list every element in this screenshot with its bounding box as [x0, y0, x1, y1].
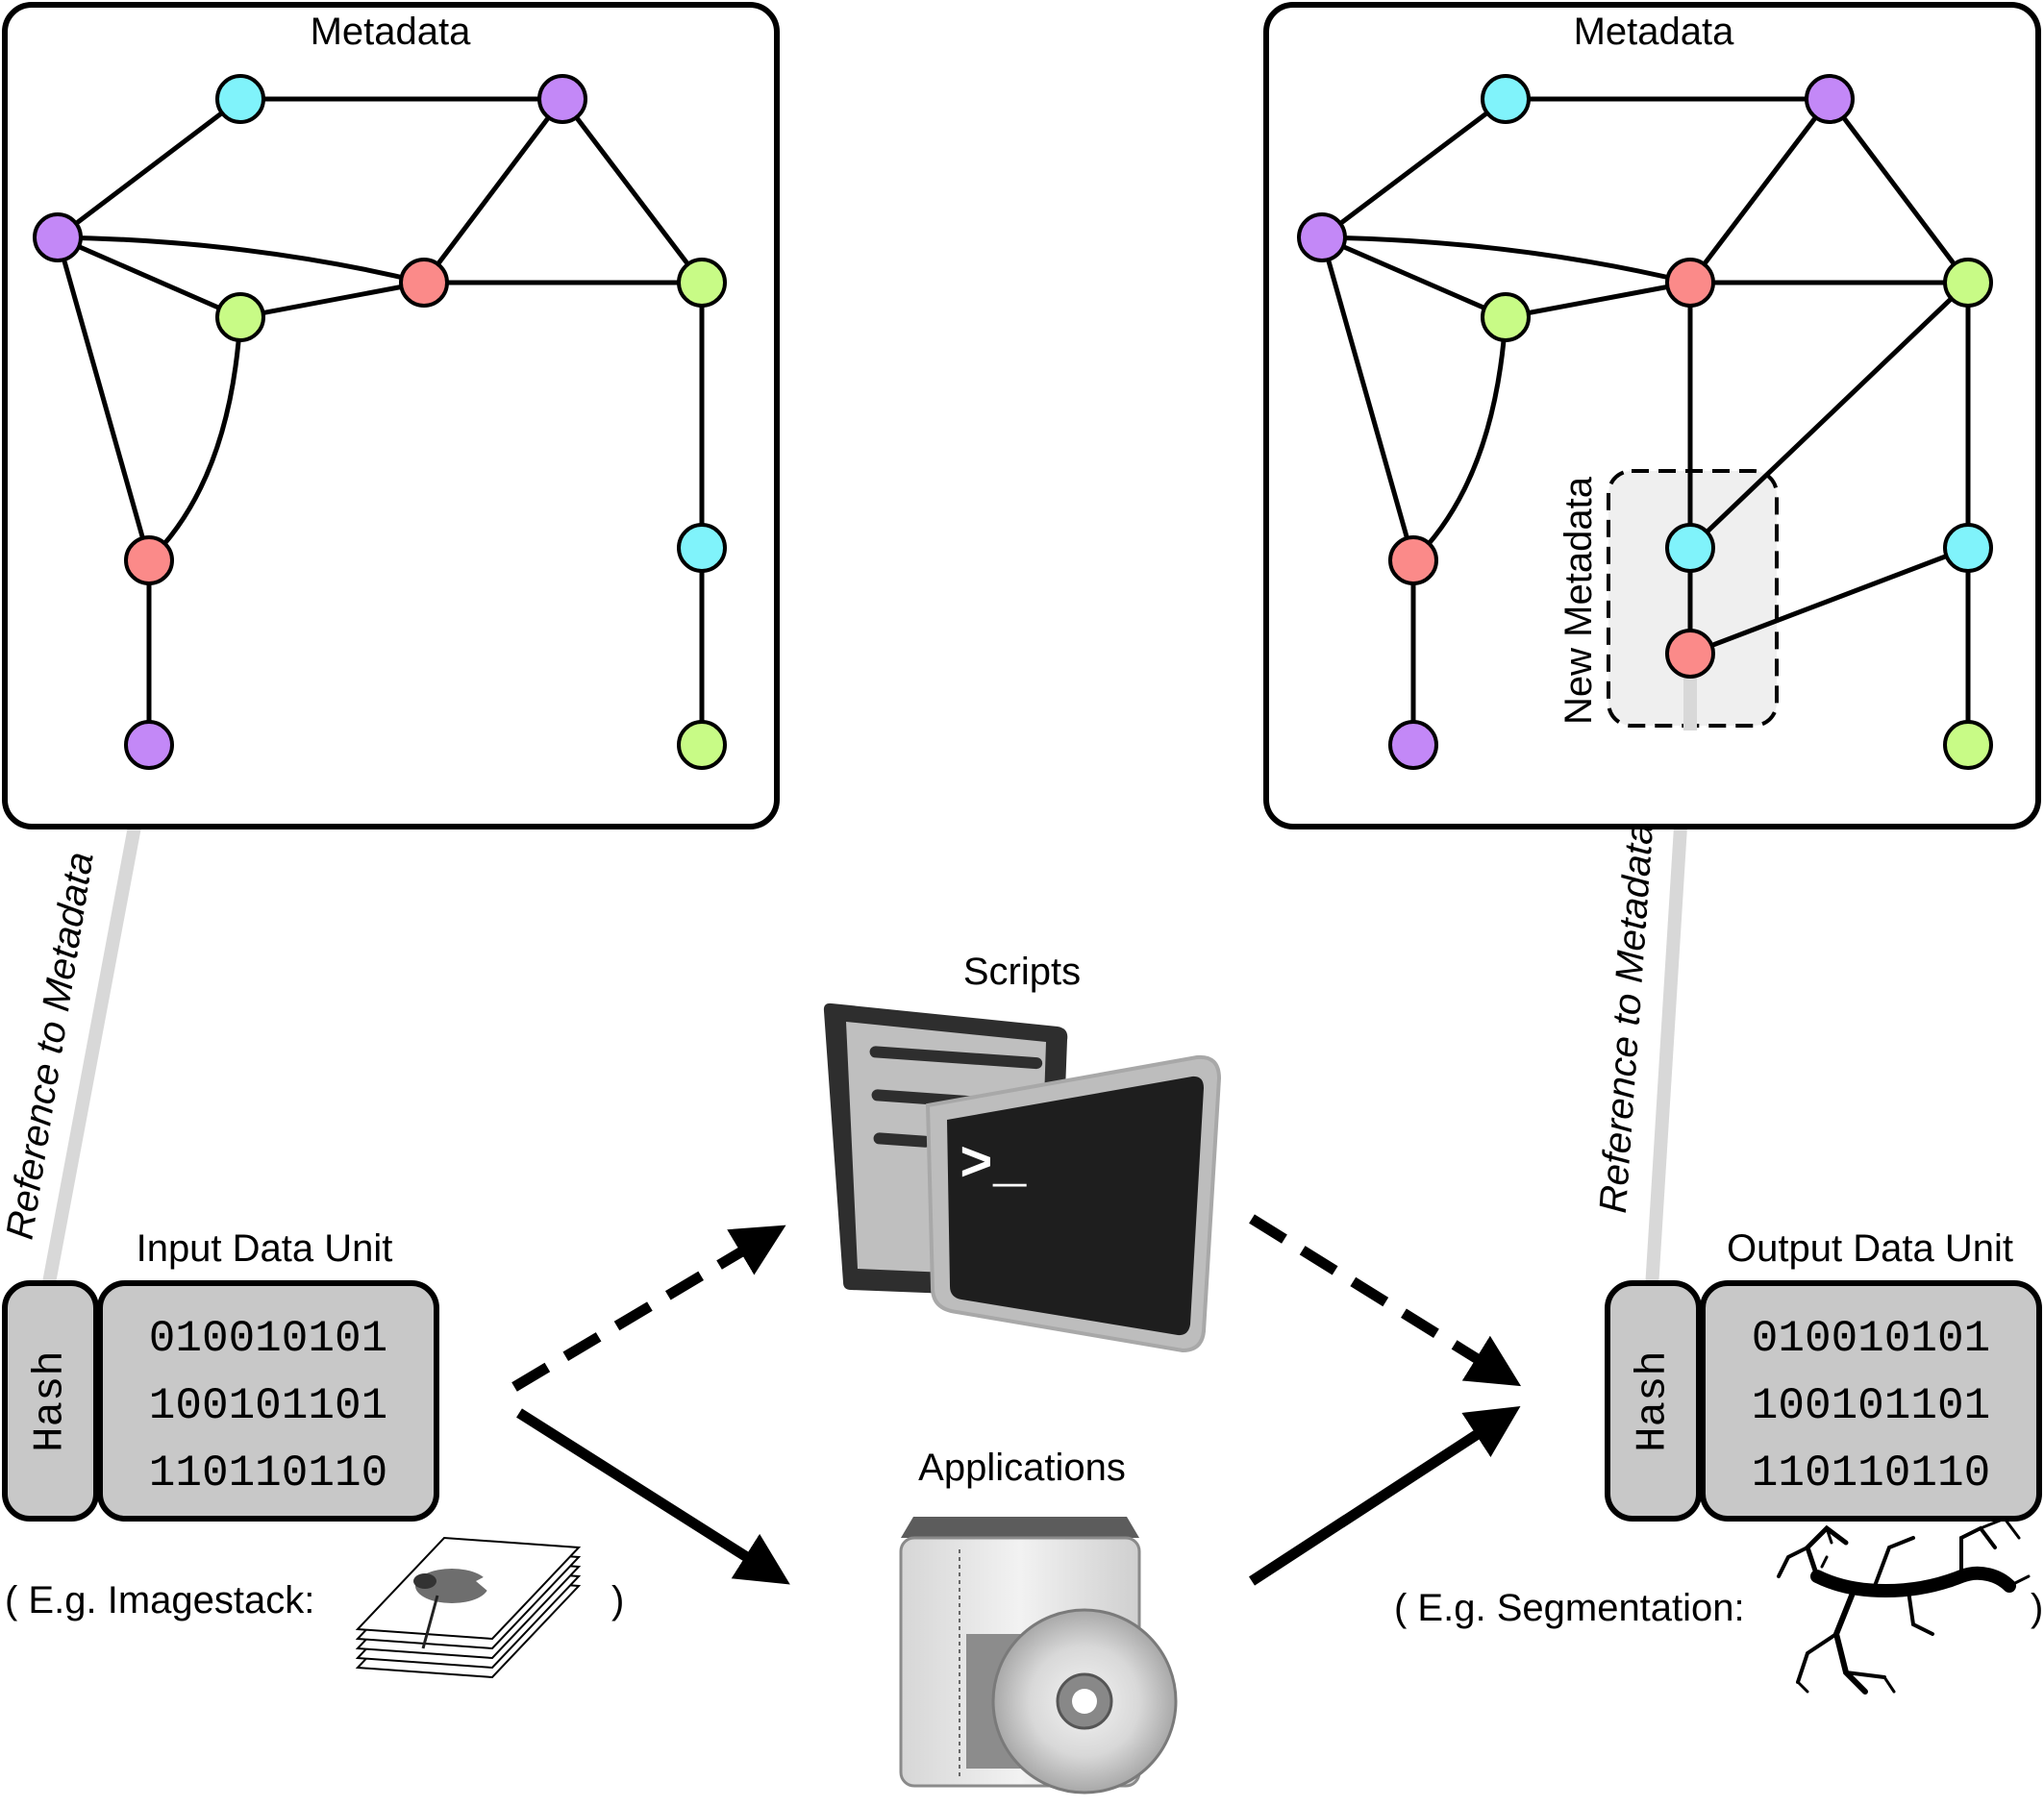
output-bits-box: [1700, 1280, 2042, 1522]
node-red: [124, 535, 174, 585]
imagestack-icon: [355, 1536, 582, 1679]
node-red: [1665, 258, 1715, 308]
segmentation-icon: [1777, 1517, 2031, 1695]
node-red: [399, 258, 449, 308]
arrow-input-to-scripts: [511, 1225, 786, 1392]
node-purple: [1388, 720, 1438, 770]
node-green: [677, 258, 727, 308]
node-green: [677, 720, 727, 770]
output-bits-row-1: 010010101: [1752, 1314, 1990, 1364]
node-green: [1943, 258, 1993, 308]
metadata-title-right: Metadata: [1574, 11, 1735, 53]
metadata-panel-right: Metadata: [1263, 2, 2041, 829]
terminal-prompt: >_: [960, 1135, 1027, 1198]
output-example-prefix: ( E.g. Segmentation:: [1394, 1587, 1745, 1629]
node-purple: [1805, 74, 1855, 124]
flow-arrows: [511, 1214, 1522, 1586]
input-hash-box: [2, 1280, 99, 1522]
output-hash-label: Hash: [1630, 1350, 1678, 1452]
arrow-applications-to-output: [1248, 1405, 1521, 1586]
node-purple: [124, 720, 174, 770]
new-metadata-label: New Metadata: [1558, 476, 1600, 725]
node-cyan-new: [1665, 523, 1715, 573]
input-example-suffix: ): [611, 1579, 624, 1621]
input-hash-label: Hash: [27, 1350, 75, 1452]
input-unit-title: Input Data Unit: [137, 1227, 393, 1270]
arrow-input-to-applications: [516, 1408, 790, 1585]
input-example-prefix: ( E.g. Imagestack:: [5, 1579, 314, 1621]
metadata-panel-left: Metadata: [2, 2, 780, 829]
metadata-title-left: Metadata: [311, 11, 472, 53]
metadata-graph-right: [1319, 96, 1971, 745]
output-data-unit: Output Data Unit Hash 010010101 10010110…: [1394, 1227, 2043, 1695]
input-bits-row-2: 100101101: [149, 1381, 387, 1431]
node-cyan: [215, 74, 265, 124]
node-cyan: [1481, 74, 1531, 124]
scripts-title: Scripts: [963, 951, 1081, 993]
input-bits-row-3: 110110110: [149, 1448, 387, 1498]
input-bits-box: [97, 1280, 439, 1522]
reference-line-left: [41, 748, 156, 1290]
output-bits-row-2: 100101101: [1752, 1381, 1990, 1431]
output-hash-box: [1605, 1280, 1702, 1522]
node-cyan: [1943, 523, 1993, 573]
node-purple: [1297, 212, 1347, 262]
node-red: [1388, 535, 1438, 585]
terminal-icon: >_: [925, 1054, 1222, 1353]
metadata-graph-left: [55, 96, 705, 745]
output-unit-title: Output Data Unit: [1727, 1227, 2013, 1270]
node-green: [215, 292, 265, 342]
node-purple: [33, 212, 83, 262]
reference-label-left: Reference to Metadata: [0, 850, 102, 1243]
node-green: [1943, 720, 1993, 770]
input-bits-row-1: 010010101: [149, 1314, 387, 1364]
node-purple: [537, 74, 587, 124]
applications-group: Applications: [899, 1447, 1178, 1795]
applications-title: Applications: [918, 1447, 1126, 1489]
scripts-group: Scripts >_: [823, 951, 1222, 1353]
input-data-unit: Input Data Unit Hash 010010101 100101101…: [2, 1227, 624, 1679]
node-green: [1481, 292, 1531, 342]
arrow-scripts-to-output: [1249, 1214, 1522, 1387]
reference-label-right: Reference to Metadata: [1592, 822, 1661, 1215]
output-example-suffix: ): [2031, 1587, 2043, 1629]
application-package-icon: [899, 1517, 1178, 1795]
node-red-new: [1665, 629, 1715, 679]
output-bits-row-3: 110110110: [1752, 1448, 1990, 1498]
node-cyan: [677, 523, 727, 573]
